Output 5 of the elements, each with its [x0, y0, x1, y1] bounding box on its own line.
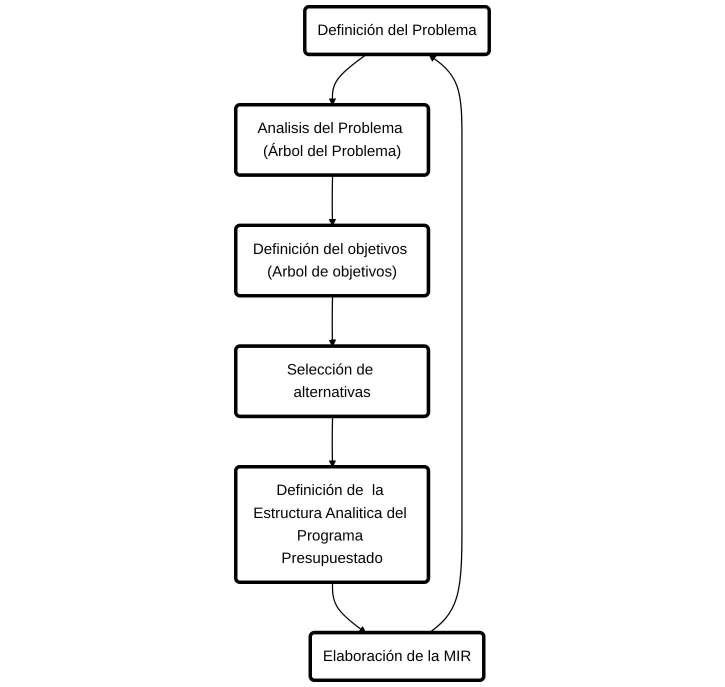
arrow — [332, 582, 366, 634]
arrow — [428, 54, 463, 634]
arrow — [328, 416, 336, 468]
arrow — [328, 54, 366, 106]
arrow — [328, 296, 336, 347]
